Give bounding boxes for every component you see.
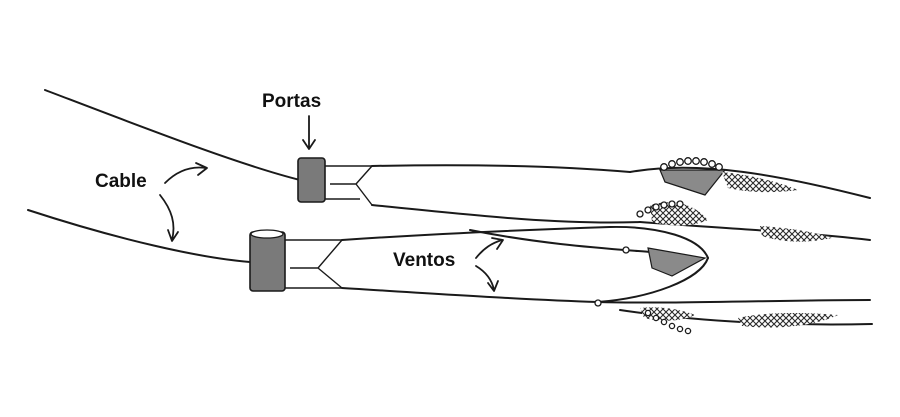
lower-wing-panel <box>647 247 707 277</box>
arrow-portas-icon <box>302 115 316 150</box>
upper-mesh-3 <box>760 226 832 242</box>
lower-net-body-top <box>597 299 871 304</box>
arrow-ventos-lower-icon <box>475 265 499 292</box>
upper-headrope <box>371 164 631 173</box>
arrow-cable-lower-icon <box>159 194 179 242</box>
upper-door <box>297 157 326 203</box>
lower-door <box>249 231 286 292</box>
upper-footrope <box>371 204 641 224</box>
upper-bridle-junction <box>330 165 373 206</box>
lower-wing-return <box>597 257 709 303</box>
label-ventos: Ventos <box>393 250 455 271</box>
upper-trawl <box>44 89 871 242</box>
arrow-cable-upper-icon <box>164 162 208 184</box>
lower-cable <box>27 209 251 263</box>
lower-floats <box>594 246 692 335</box>
label-portas: Portas <box>262 91 321 112</box>
lower-upper-crossline <box>469 229 651 253</box>
lower-door-top <box>250 229 284 239</box>
upper-cable <box>44 89 301 181</box>
upper-net-body-top <box>629 166 871 199</box>
upper-mesh-1 <box>722 172 798 193</box>
upper-floats <box>636 157 723 218</box>
lower-footrope <box>341 287 599 303</box>
lower-mesh-1 <box>738 313 838 328</box>
label-cable: Cable <box>95 171 147 192</box>
arrow-ventos-upper-icon <box>475 237 504 259</box>
lower-headrope <box>341 225 709 259</box>
upper-wing-panel <box>659 169 727 196</box>
lower-trawl <box>27 209 873 335</box>
lower-bridle-junction <box>290 239 343 289</box>
